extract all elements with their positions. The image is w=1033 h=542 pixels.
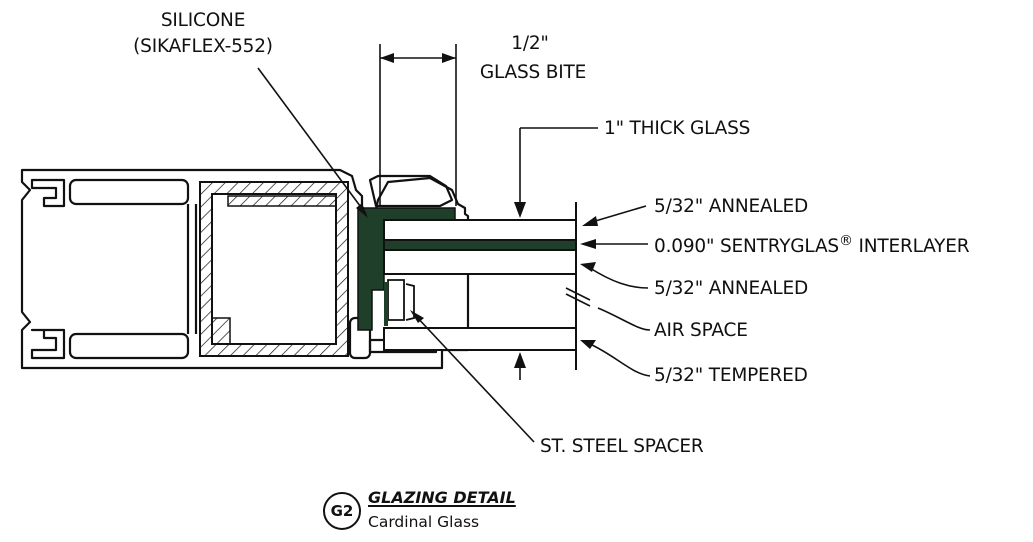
tempered-lite [383, 327, 577, 351]
glass-bite-dimension [379, 44, 457, 206]
silicone-label: SILICONE [160, 10, 246, 31]
annealed-lite-bottom [383, 249, 577, 275]
annealed-lite-top [383, 219, 577, 241]
frame-top-chamber [68, 178, 190, 206]
thick-glass-label: 1" THICK GLASS [604, 118, 751, 139]
frame-bottom-chamber [68, 332, 190, 360]
annealed-top-label: 5/32" ANNEALED [654, 196, 809, 217]
detail-badge: G2 [330, 502, 354, 520]
interlayer-label: 0.090" SENTRYGLAS® INTERLAYER [654, 233, 970, 257]
detail-badge-circle [323, 492, 361, 530]
glass-bite-label: GLASS BITE [479, 62, 587, 83]
bite-dimension-label: 1/2" [511, 33, 549, 54]
steel-spacer [384, 279, 415, 326]
detail-subtitle: Cardinal Glass [368, 513, 480, 531]
interlayer-label-main: 0.090" SENTRYGLAS [654, 236, 839, 257]
leader-lines [257, 67, 651, 443]
steel-spacer-label: ST. STEEL SPACER [540, 436, 704, 457]
glass-unit [383, 202, 577, 370]
air-space-label: AIR SPACE [654, 320, 748, 341]
detail-title: GLAZING DETAIL [368, 488, 516, 507]
thermal-break-tube [199, 181, 349, 357]
sentryglas-interlayer [383, 239, 577, 251]
annealed-bottom-label: 5/32" ANNEALED [654, 278, 809, 299]
frame-bottom-hook [30, 328, 66, 360]
frame-top-hook [30, 178, 66, 208]
interlayer-label-tail: INTERLAYER [852, 236, 970, 257]
frame-outer-profile [20, 168, 470, 370]
registered-mark: ® [838, 233, 853, 249]
tempered-label: 5/32" TEMPERED [654, 365, 808, 386]
silicone-product-label: (SIKAFLEX-552) [133, 36, 273, 57]
thick-glass-dimension [514, 127, 598, 380]
glazing-stop [368, 174, 454, 208]
